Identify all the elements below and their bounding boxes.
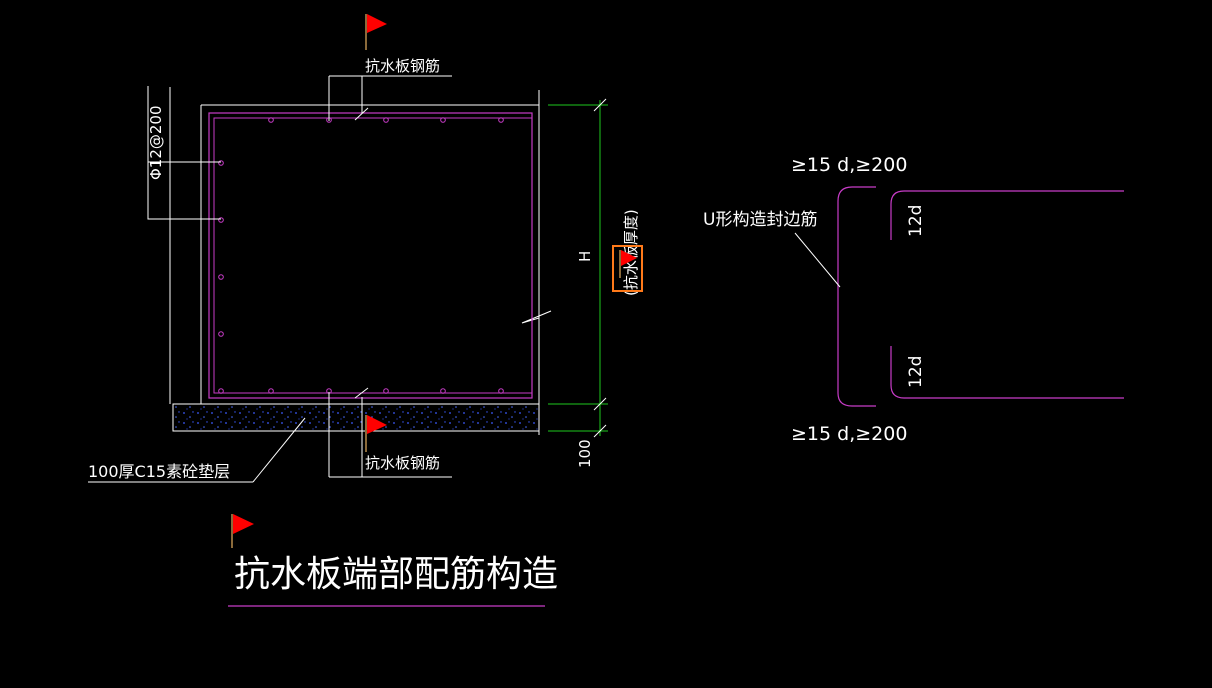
rebar-dot	[440, 388, 446, 394]
height-dimension	[548, 98, 608, 438]
slab-section	[169, 87, 552, 435]
flag-icon[interactable]	[231, 514, 254, 548]
rebar-dot	[498, 117, 504, 123]
flag-icon[interactable]	[619, 250, 637, 278]
hook-top-label: 12d	[906, 205, 926, 237]
hook-bottom-label: 12d	[906, 356, 926, 388]
rebar-dot	[218, 388, 224, 394]
rebar-dot	[218, 217, 224, 223]
bottom-rebar-label: 抗水板钢筋	[365, 454, 440, 472]
anchor-bottom-label: ≥15 d,≥200	[791, 423, 907, 445]
cushion-thickness: 100	[576, 439, 594, 468]
rebar-dot	[498, 388, 504, 394]
height-note: (抗水板厚度)	[622, 209, 640, 296]
side-rebar-leader	[147, 86, 221, 220]
top-rebar-leader	[328, 75, 452, 121]
cushion-leader	[88, 417, 306, 483]
rebar-dot	[268, 388, 274, 394]
rebar-dot	[218, 274, 224, 280]
flag-icon[interactable]	[365, 415, 387, 452]
u-bar-label: U形构造封边筋	[703, 210, 817, 230]
bottom-rebar-leader	[328, 387, 452, 478]
rebar-dot	[440, 117, 446, 123]
u-bar-detail	[794, 186, 1124, 407]
flag-icon[interactable]	[365, 14, 387, 50]
rebar-dot	[218, 331, 224, 337]
height-symbol: H	[576, 251, 594, 262]
rebar-dot	[383, 388, 389, 394]
anchor-top-label: ≥15 d,≥200	[791, 154, 907, 176]
drawing-title: 抗水板端部配筋构造	[234, 554, 558, 595]
top-rebar-label: 抗水板钢筋	[365, 57, 440, 75]
rebar-dot	[218, 160, 224, 166]
rebar-dot	[383, 117, 389, 123]
rebar-cage	[208, 112, 533, 399]
cushion-layer	[172, 403, 540, 432]
rebar-dots	[218, 117, 504, 394]
side-rebar-label: Φ12@200	[147, 105, 165, 180]
cushion-label: 100厚C15素砼垫层	[88, 462, 230, 481]
rebar-dot	[268, 117, 274, 123]
selection-box[interactable]	[612, 245, 643, 292]
